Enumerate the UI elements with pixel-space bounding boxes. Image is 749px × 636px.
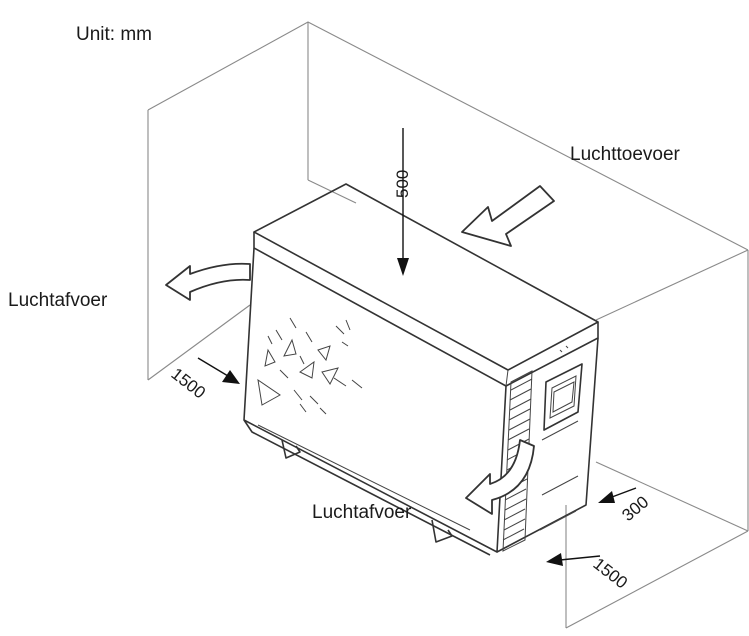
- air-exhaust-left-label: Luchtafvoer: [8, 290, 108, 311]
- dimension-arrow-left: [197, 357, 240, 384]
- dimension-front-label: 1500: [590, 554, 632, 592]
- clearance-box: [147, 21, 749, 629]
- dimension-right-side-label: 300: [618, 492, 652, 525]
- air-exhaust-front-arrow-icon: [465, 439, 535, 515]
- dimension-arrow-right-side: [598, 487, 637, 503]
- unit-label: Unit: mm: [76, 24, 152, 45]
- dimension-top-label: 500: [393, 170, 412, 198]
- decorative-leaf-pattern: [257, 317, 363, 415]
- air-exhaust-left-arrow-icon: [165, 262, 251, 301]
- dimension-arrow-top: [397, 128, 409, 276]
- air-intake-label: Luchttoevoer: [570, 144, 681, 165]
- dimension-arrow-front: [546, 553, 601, 566]
- dimension-left-label: 1500: [168, 364, 210, 402]
- heat-pump-unit: [243, 183, 599, 556]
- control-panel: [539, 345, 583, 531]
- air-intake-arrow-icon: [461, 185, 555, 247]
- air-exhaust-front-label: Luchtafvoer: [312, 502, 412, 523]
